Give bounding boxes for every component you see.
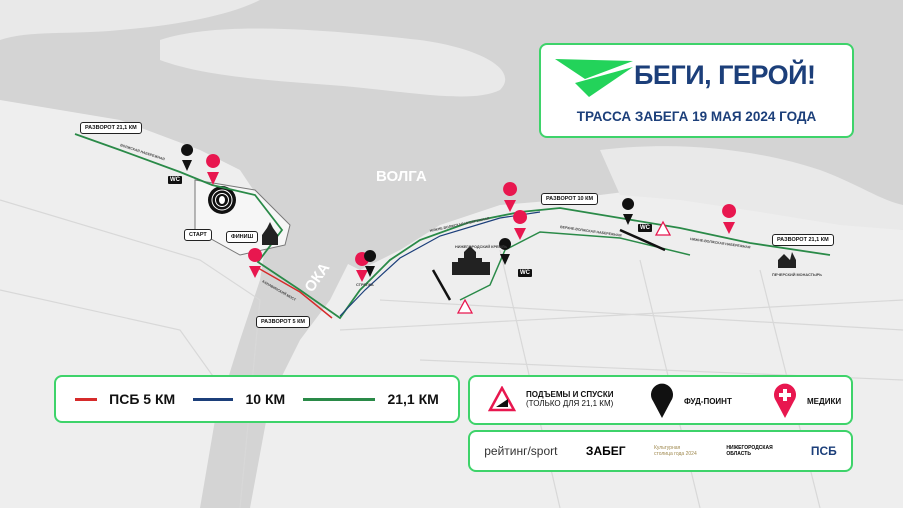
partners-bar: рейтинг/sport ЗАБЕГ Культурная столица г… xyxy=(468,430,853,472)
partner-logo-nizhny-region: НИЖЕГОРОДСКАЯ ОБЛАСТЬ xyxy=(726,445,773,457)
title-card: БЕГИ, ГЕРОЙ! ТРАССА ЗАБЕГА 19 МАЯ 2024 Г… xyxy=(539,43,854,138)
hill-warning-icon xyxy=(456,298,474,314)
stadium-icon xyxy=(208,186,236,214)
medic-pin-icon xyxy=(774,383,796,418)
route-21km xyxy=(74,133,831,320)
callout-turn-21km-west: РАЗВОРОТ 21,1 КМ xyxy=(80,122,142,134)
callout-start: СТАРТ xyxy=(184,229,212,241)
wc-icon: WC xyxy=(638,224,652,232)
medic-pin-icon xyxy=(206,154,737,282)
landmark-label: ПЕЧЕРСКИЙ МОНАСТЫРЬ xyxy=(772,273,822,277)
event-subtitle: ТРАССА ЗАБЕГА 19 МАЯ 2024 ГОДА xyxy=(576,109,817,124)
route-10km xyxy=(339,211,541,317)
food-point-pin-icon xyxy=(181,144,635,277)
brand-title: БЕГИ, ГЕРОЙ! xyxy=(634,60,816,90)
wc-icon: WC xyxy=(168,176,182,184)
legend-item-21km: 21,1 КМ xyxy=(303,391,439,407)
island xyxy=(160,28,506,97)
route-legend: ПСБ 5 КМ 10 КМ 21,1 КМ xyxy=(54,375,460,423)
cathedral-icon xyxy=(262,222,278,245)
callout-turn-21km-east: РАЗВОРОТ 21,1 КМ xyxy=(772,234,834,246)
legend-medics: МЕДИКИ xyxy=(773,383,841,419)
brand-logo-icon xyxy=(555,59,633,97)
island xyxy=(0,0,260,40)
route-21km-south xyxy=(459,231,691,301)
partner-logo-zabeg: ЗАБЕГ xyxy=(585,444,626,458)
hill-warning-icon xyxy=(488,386,516,412)
island xyxy=(600,146,903,230)
callout-turn-5km: РАЗВОРОТ 5 КМ xyxy=(256,316,311,328)
kremlin-icon xyxy=(452,246,490,275)
legend-item-10km: 10 КМ xyxy=(193,391,285,407)
food-point-pin-icon xyxy=(651,383,673,418)
landmark-label: СТРЕЛКА xyxy=(356,283,374,287)
hill-warning-icon xyxy=(654,220,672,236)
partner-logo-psb: ПСБ xyxy=(810,444,837,458)
river-label-volga: ВОЛГА xyxy=(376,168,427,185)
callout-finish: ФИНИШ xyxy=(226,231,259,243)
legend-hills: ПОДЪЕМЫ И СПУСКИ(ТОЛЬКО ДЛЯ 21,1 КМ) xyxy=(488,386,613,412)
callout-turn-10km: РАЗВОРОТ 10 КМ xyxy=(541,193,599,205)
partner-logo-rating: рейтинг/sport xyxy=(484,444,558,458)
oka-river xyxy=(200,215,350,508)
poi-legend: ПОДЪЕМЫ И СПУСКИ(ТОЛЬКО ДЛЯ 21,1 КМ) ФУД… xyxy=(468,375,853,425)
legend-item-5km: ПСБ 5 КМ xyxy=(75,391,175,407)
partner-logo-culture-capital: Культурная столица года 2024 xyxy=(653,445,697,457)
route-5km xyxy=(257,267,333,319)
legend-food: ФУД-ПОИНТ xyxy=(650,383,732,419)
wc-icon: WC xyxy=(518,269,532,277)
landmark-label: НИЖЕГОРОДСКИЙ КРЕМЛЬ xyxy=(455,245,507,249)
monastery-icon xyxy=(778,252,796,268)
